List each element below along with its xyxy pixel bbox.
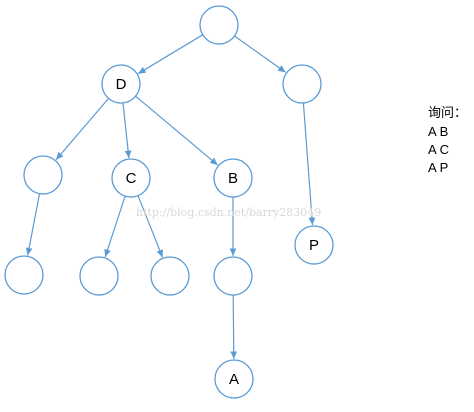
- edge-D-leftMid: [55, 98, 110, 161]
- node-label: C: [126, 170, 137, 187]
- node-label: A: [229, 371, 239, 388]
- node-circle: [150, 256, 190, 296]
- tree-node-leftMid: [23, 155, 63, 195]
- tree-node-underB: [213, 256, 253, 296]
- query-title: 询问：: [428, 106, 468, 121]
- node-circle: [213, 256, 253, 296]
- edge-root-D: [137, 34, 204, 75]
- node-circle: [214, 359, 254, 399]
- tree-node-C: C: [111, 158, 151, 198]
- node-circle: [23, 155, 63, 195]
- edge-C-leaf3: [137, 195, 164, 258]
- query-panel: 询问： A B A C A P: [428, 104, 467, 177]
- tree-node-leaf2: [79, 256, 119, 296]
- node-label: P: [309, 237, 319, 254]
- node-circle: [101, 64, 141, 104]
- tree-node-rightTop: [282, 64, 322, 104]
- tree-node-D: D: [101, 64, 141, 104]
- node-circle: [4, 255, 44, 295]
- node-circle: [294, 225, 334, 265]
- tree-node-root: [199, 5, 239, 45]
- edge-root-rightTop: [234, 35, 287, 73]
- node-circle: [111, 158, 151, 198]
- node-circle: [213, 158, 253, 198]
- edge-D-B: [135, 95, 219, 166]
- query-item-2: A C: [428, 142, 449, 157]
- tree-node-leaf3: [150, 256, 190, 296]
- node-label: D: [116, 76, 127, 93]
- edge-C-leaf2: [104, 195, 126, 258]
- tree-node-P: P: [294, 225, 334, 265]
- node-label: B: [228, 170, 238, 187]
- tree-node-B: B: [213, 158, 253, 198]
- tree-node-leaf1: [4, 255, 44, 295]
- edge-rightTop-P: [302, 102, 316, 226]
- tree-node-A: A: [214, 359, 254, 399]
- node-circle: [282, 64, 322, 104]
- edge-underB-A: [230, 294, 238, 360]
- edge-leftMid-leaf1: [25, 193, 41, 256]
- query-item-3: A P: [428, 160, 449, 175]
- node-circle: [199, 5, 239, 45]
- watermark-text: http://blog.csdn.net/barry283049: [136, 206, 321, 219]
- node-circle: [79, 256, 119, 296]
- edge-D-C: [122, 102, 132, 159]
- query-item-1: A B: [428, 124, 449, 139]
